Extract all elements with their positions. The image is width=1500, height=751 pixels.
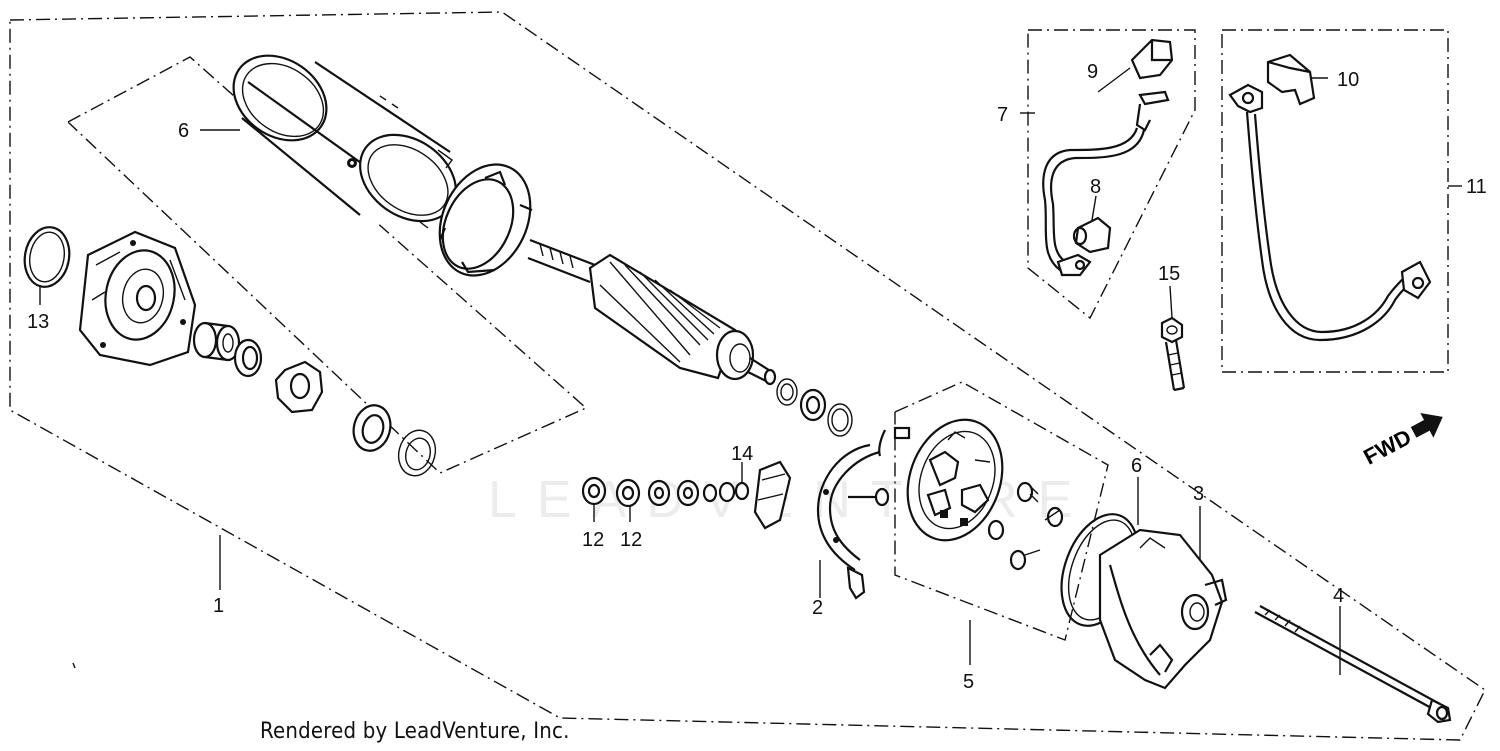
callout-5: 5	[963, 671, 974, 693]
o-ring-13	[23, 226, 71, 288]
oil-seal	[233, 338, 263, 378]
front-cover	[78, 230, 197, 367]
callout-6-yoke: 6	[178, 120, 189, 142]
callout-14: 14	[731, 443, 753, 465]
bolt-15	[1160, 316, 1186, 392]
lock-washer	[274, 360, 324, 414]
callout-1: 1	[213, 595, 224, 617]
render-credit: Rendered by LeadVenture, Inc.	[260, 719, 570, 744]
fwd-arrow-icon: FWD	[1359, 412, 1443, 470]
cable-7	[1042, 38, 1174, 277]
callout-2: 2	[812, 597, 823, 619]
leader-lines	[39, 67, 1462, 675]
brush-holder-5	[906, 418, 1064, 571]
through-bolt-4	[1254, 605, 1452, 724]
group-outlines	[9, 11, 1486, 741]
magnet-ring	[438, 163, 533, 277]
callout-7: 7	[997, 104, 1008, 126]
callout-4: 4	[1333, 585, 1344, 607]
armature-washers	[776, 378, 853, 437]
fwd-label: FWD	[1359, 424, 1415, 470]
brush-holder-group-outline	[894, 381, 1109, 641]
cable-11-group-outline	[1221, 29, 1449, 373]
callout-labels: 1 2 3 4 5 6 6 7 8 9 10 11 12 12 13 14 15	[27, 61, 1487, 693]
callout-13: 13	[27, 311, 49, 333]
needle-bearing	[192, 321, 241, 362]
brush-terminal-2	[816, 426, 911, 600]
terminal-hardware	[581, 476, 750, 508]
insulator	[753, 460, 792, 530]
assembly-1-outline	[9, 11, 1486, 741]
rear-cover-3	[1098, 528, 1228, 690]
yoke-group-outline	[67, 56, 588, 474]
callout-3: 3	[1193, 483, 1204, 505]
callout-11: 11	[1466, 176, 1487, 198]
callout-15: 15	[1158, 263, 1180, 285]
cable-7-group-outline	[1027, 29, 1196, 320]
cable-11	[1228, 53, 1432, 342]
stray-mark	[72, 662, 76, 669]
callout-12-right: 12	[620, 529, 642, 551]
callout-6-o-ring: 6	[1131, 455, 1142, 477]
callout-9: 9	[1087, 61, 1098, 83]
callout-8: 8	[1090, 176, 1101, 198]
thrust-washers-front	[352, 404, 437, 477]
armature	[527, 238, 777, 386]
motor-yoke-6	[232, 54, 457, 230]
callout-12-left: 12	[582, 529, 604, 551]
callout-10: 10	[1337, 69, 1359, 91]
